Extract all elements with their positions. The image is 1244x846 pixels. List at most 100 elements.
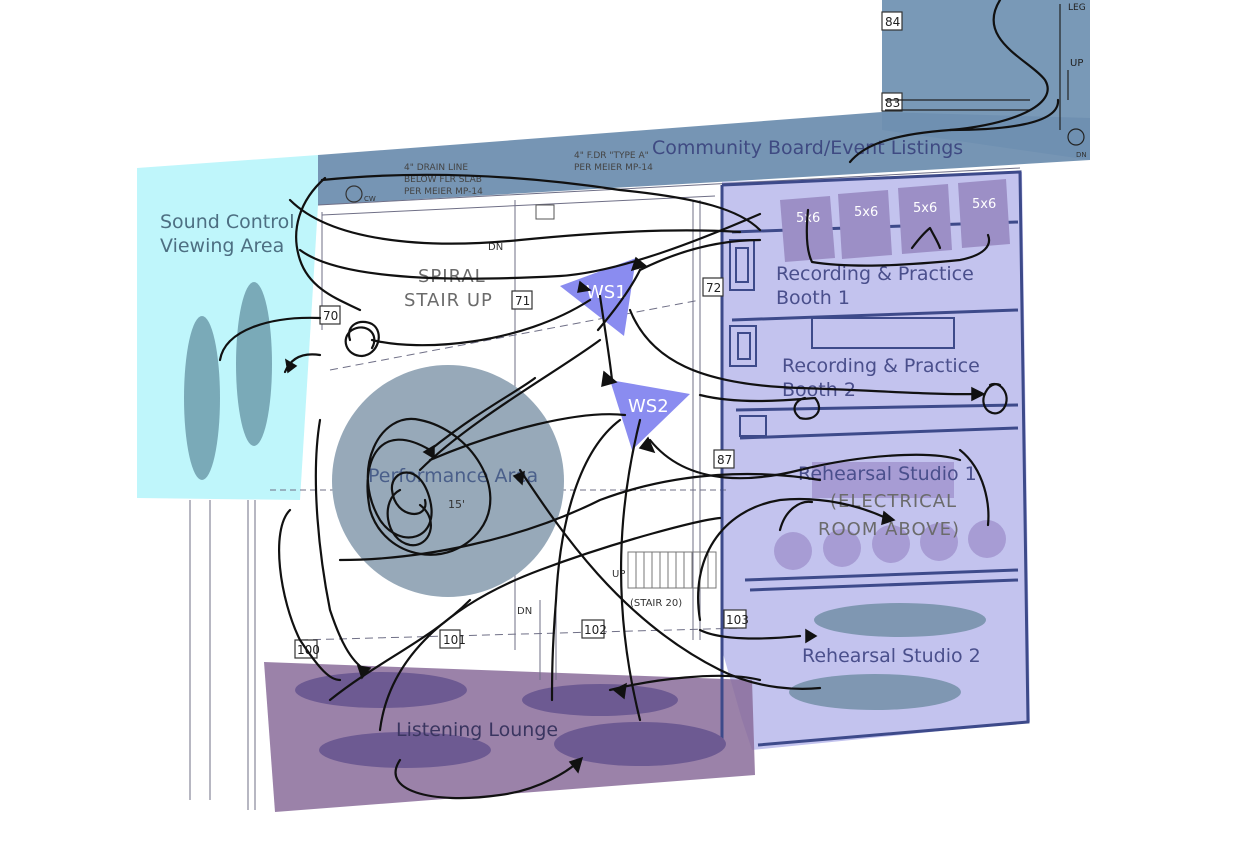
dn-label: DN xyxy=(517,606,532,617)
column-symbol xyxy=(535,204,555,220)
circulation-path xyxy=(428,376,537,452)
circulation-path xyxy=(958,448,990,527)
circulation-path xyxy=(298,212,762,280)
seat-circle xyxy=(872,525,910,563)
circulation-path xyxy=(283,353,322,374)
cw-label: CW xyxy=(364,195,376,203)
booth-1-label-2: Booth 1 xyxy=(776,287,850,309)
ws1-triangle xyxy=(560,258,636,336)
spiral-stair-label-1: SPIRAL xyxy=(418,266,486,287)
arrowhead xyxy=(630,256,648,272)
performance-area-label: Performance Area xyxy=(368,465,538,487)
circulation-path xyxy=(596,268,642,332)
circulation-path xyxy=(394,758,582,800)
spiral-stair-label-2: STAIR UP xyxy=(404,290,493,311)
ws1-label: WS1 xyxy=(586,282,627,303)
electrical-room-label-2: ROOM ABOVE) xyxy=(818,519,960,540)
circulation-path xyxy=(778,500,814,532)
seat-circle xyxy=(920,523,958,561)
circulation-path xyxy=(638,238,762,272)
arrowhead xyxy=(971,386,986,402)
dn-small-label: DN xyxy=(1076,151,1087,159)
booth-size-block-4 xyxy=(958,179,1010,248)
circulation-path xyxy=(288,198,742,245)
circulation-path xyxy=(295,176,362,312)
grid-tag-70: 70 xyxy=(323,309,338,323)
grid-tag-box xyxy=(511,290,533,310)
sound-control-oval-right xyxy=(236,282,272,446)
booth-1-label-1: Recording & Practice xyxy=(776,263,974,285)
lounge-oval xyxy=(522,684,678,716)
sound-control-label-2: Viewing Area xyxy=(160,235,284,257)
grid-tag-box xyxy=(881,92,903,112)
sound-control-zone xyxy=(137,155,318,500)
circulation-path xyxy=(320,173,762,232)
community-board-zone xyxy=(318,112,1090,205)
drain-line-note-3: PER MEIER MP-14 xyxy=(404,187,483,197)
lounge-oval xyxy=(319,732,491,768)
circulation-path xyxy=(278,508,342,682)
grid-tag-102: 102 xyxy=(584,623,607,637)
grid-tag-103: 103 xyxy=(726,613,749,627)
circulation-path xyxy=(948,98,1060,132)
booth-size-label-3: 5x6 xyxy=(913,201,937,216)
arrowhead xyxy=(881,510,896,526)
grid-tag-box xyxy=(723,609,747,629)
circulation-path xyxy=(370,298,592,347)
grid-tag-71: 71 xyxy=(515,294,530,308)
circulation-path xyxy=(344,320,380,358)
legend-fragment-label: LEG xyxy=(1068,3,1086,13)
circulation-path xyxy=(418,338,602,472)
booth-size-block-3 xyxy=(898,184,952,254)
booth-size-block-2 xyxy=(838,190,892,259)
drain-line-note-1: 4" DRAIN LINE xyxy=(404,163,468,173)
circulation-path xyxy=(428,413,627,462)
arrowhead xyxy=(356,665,372,680)
rehearsal-studio-1-platform xyxy=(812,462,954,498)
stair-20-label: (STAIR 20) xyxy=(630,598,682,609)
sound-control-oval-left xyxy=(184,316,220,480)
grid-tag-72: 72 xyxy=(706,281,721,295)
dn-label: DN xyxy=(488,242,503,253)
circulation-path xyxy=(805,208,991,267)
lounge-oval xyxy=(554,722,726,766)
grid-tag-box xyxy=(881,11,903,31)
booth-size-label-2: 5x6 xyxy=(854,205,878,220)
electrical-room-label-1: (ELECTRICAL xyxy=(830,491,957,512)
circulation-paths xyxy=(218,0,1060,800)
circulation-path xyxy=(910,226,942,250)
circulation-path xyxy=(218,316,322,362)
seat-circle xyxy=(774,532,812,570)
arrowhead xyxy=(805,628,818,644)
circulation-path xyxy=(338,472,822,562)
rehearsal-studio-2-label: Rehearsal Studio 2 xyxy=(802,645,981,667)
rehearsal-studio-1-label: Rehearsal Studio 1 xyxy=(798,463,977,485)
grid-tag-87: 87 xyxy=(717,453,732,467)
lounge-oval xyxy=(295,672,467,708)
booth-size-label-4: 5x6 xyxy=(972,197,996,212)
grid-tag-100: 100 xyxy=(297,643,320,657)
circulation-path xyxy=(628,308,977,396)
floor-drain-note-1: 4" F.DR "TYPE A" xyxy=(574,151,649,161)
circulation-path xyxy=(550,418,622,702)
circulation-path xyxy=(378,516,722,732)
grid-tag-box xyxy=(713,449,735,469)
arrowhead xyxy=(422,444,435,460)
circulation-path xyxy=(648,438,962,480)
grid-tag-83: 83 xyxy=(885,96,900,110)
rehearsal-studio-2-oval-top xyxy=(814,603,986,637)
arrowhead xyxy=(512,470,525,486)
booth-2-label-2: Booth 2 xyxy=(782,379,856,401)
ws2-label: WS2 xyxy=(628,396,669,417)
circulation-path xyxy=(698,393,821,420)
fixture-symbol xyxy=(345,185,363,203)
circulation-path xyxy=(848,0,1049,164)
circulation-path xyxy=(982,382,1008,415)
performance-dimension-label: 15' xyxy=(448,498,465,511)
grid-tag-box xyxy=(319,305,341,325)
booth-2-label-1: Recording & Practice xyxy=(782,355,980,377)
listening-lounge-label: Listening Lounge xyxy=(396,719,558,741)
circulation-path xyxy=(314,418,367,672)
